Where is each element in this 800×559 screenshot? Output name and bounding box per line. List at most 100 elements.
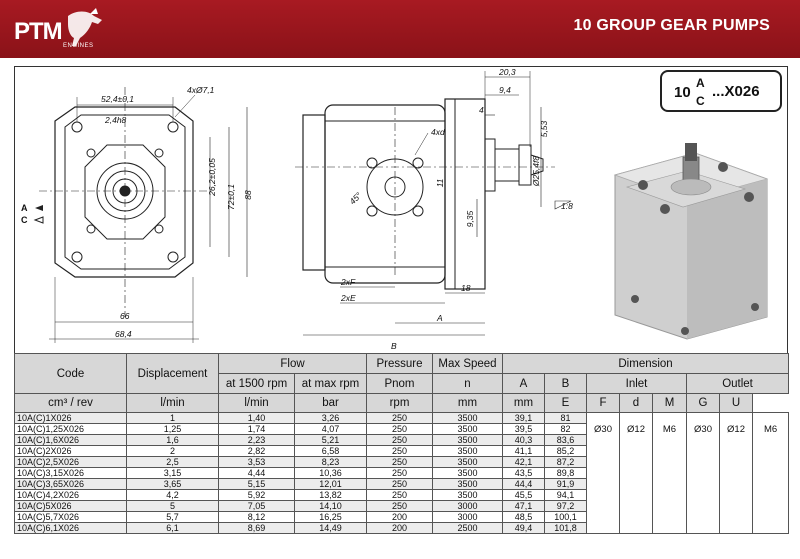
- front-view: [39, 87, 248, 343]
- table-cell: 44,4: [502, 478, 545, 490]
- table-cell: 3,53: [218, 456, 295, 468]
- cell-code: 10A(C)1X026: [14, 412, 127, 424]
- table-cell: 13,82: [294, 489, 367, 501]
- table-cell: 1,6: [126, 434, 219, 446]
- table-cell: 100,1: [544, 511, 587, 523]
- drawing-svg: 52,4±0,1 4xØ7,1 2,4h8 26,2±0,05 72±0,1 8…: [21, 67, 769, 351]
- table-cell: 5,15: [218, 478, 295, 490]
- header-g: G: [686, 393, 720, 413]
- table-cell: 250: [366, 500, 433, 512]
- table-cell: 250: [366, 445, 433, 457]
- dim-b: B: [391, 341, 397, 351]
- arrow-c-icon: [33, 216, 44, 224]
- cell-code: 10A(C)2,5X026: [14, 456, 127, 468]
- logo-subtext: ENGINES: [63, 43, 94, 49]
- table-cell: 16,25: [294, 511, 367, 523]
- logo-text: PTM: [14, 18, 63, 45]
- table-cell: 85,2: [544, 445, 587, 457]
- dim-2xf: 2xF: [340, 277, 356, 287]
- table-cell: 43,5: [502, 467, 545, 479]
- header-flow: Flow: [218, 353, 367, 374]
- table-cell: 3500: [432, 456, 503, 468]
- dim-5-53: 5,53: [539, 120, 549, 137]
- table-cell: 3500: [432, 478, 503, 490]
- cell-inlet-e: Ø30: [586, 412, 620, 534]
- table-cell: 250: [366, 434, 433, 446]
- table-cell: 5: [126, 500, 219, 512]
- dim-a: A: [436, 313, 443, 323]
- dim-4x7-1: 4xØ7,1: [187, 85, 215, 95]
- horse-logo-icon: [68, 8, 102, 46]
- table-cell: 14,10: [294, 500, 367, 512]
- dim-20-3: 20,3: [498, 67, 516, 77]
- cell-code: 10A(C)4,2X026: [14, 489, 127, 501]
- cell-code: 10A(C)2X026: [14, 445, 127, 457]
- table-cell: 3500: [432, 434, 503, 446]
- header-displacement: Displacement: [126, 353, 219, 394]
- header-flow-unit-2: l/min: [218, 393, 295, 413]
- header-e: E: [544, 393, 587, 413]
- header-inlet: Inlet: [586, 373, 687, 394]
- table-cell: 97,2: [544, 500, 587, 512]
- side-view: [295, 71, 572, 336]
- table-cell: 3500: [432, 489, 503, 501]
- table-cell: 2,5: [126, 456, 219, 468]
- table-cell: 1,25: [126, 423, 219, 435]
- header-flow-max: at max rpm: [294, 373, 367, 394]
- table-cell: 83,6: [544, 434, 587, 446]
- table-cell: 250: [366, 412, 433, 424]
- table-cell: 2: [126, 445, 219, 457]
- table-cell: 101,8: [544, 522, 587, 534]
- table-cell: 4,07: [294, 423, 367, 435]
- table-cell: 3,26: [294, 412, 367, 424]
- table-cell: 3500: [432, 412, 503, 424]
- table-cell: 250: [366, 467, 433, 479]
- cell-inlet-d: M6: [652, 412, 687, 534]
- cell-code: 10A(C)1,25X026: [14, 423, 127, 435]
- header-f: F: [586, 393, 620, 413]
- table-cell: 40,3: [502, 434, 545, 446]
- table-cell: 45,5: [502, 489, 545, 501]
- header-col-b: B: [544, 373, 587, 394]
- label-arrow-c: C: [21, 215, 28, 225]
- cell-outlet-u: M6: [751, 412, 790, 534]
- header-pressure-unit: bar: [294, 393, 367, 413]
- table-cell: 5,21: [294, 434, 367, 446]
- table-cell: 3000: [432, 500, 503, 512]
- table-cell: 5,7: [126, 511, 219, 523]
- dim-11: 11: [435, 178, 445, 187]
- table-cell: 250: [366, 423, 433, 435]
- dim-68-4: 68,4: [115, 329, 132, 339]
- label-arrow-a: A: [21, 203, 28, 213]
- table-cell: 41,1: [502, 445, 545, 457]
- table-cell: 10,36: [294, 467, 367, 479]
- cell-code: 10A(C)5X026: [14, 500, 127, 512]
- spec-table: Code Displacement Flow Pressure Max Spee…: [14, 353, 790, 534]
- table-cell: 5,92: [218, 489, 295, 501]
- table-cell: 1,74: [218, 423, 295, 435]
- header-dimension: Dimension: [501, 353, 790, 374]
- dim-72: 72±0,1: [226, 184, 236, 210]
- header-u: U: [719, 393, 753, 413]
- table-cell: 2,82: [218, 445, 295, 457]
- table-cell: 3,65: [126, 478, 219, 490]
- table-cell: 82: [544, 423, 587, 435]
- table-cell: 4,44: [218, 467, 295, 479]
- badge-subscript: C: [696, 94, 705, 108]
- table-cell: 2,23: [218, 434, 295, 446]
- table-cell: 87,2: [544, 456, 587, 468]
- table-cell: 4,2: [126, 489, 219, 501]
- dim-25-4f8: Ø25,4f8: [531, 156, 541, 188]
- header-speed-unit: rpm: [366, 393, 433, 413]
- table-cell: 7,05: [218, 500, 295, 512]
- pump-photo: [613, 143, 769, 340]
- ptm-logo: PTM ENGINES: [6, 6, 136, 54]
- header-col-a: A: [502, 373, 545, 394]
- table-cell: 6,58: [294, 445, 367, 457]
